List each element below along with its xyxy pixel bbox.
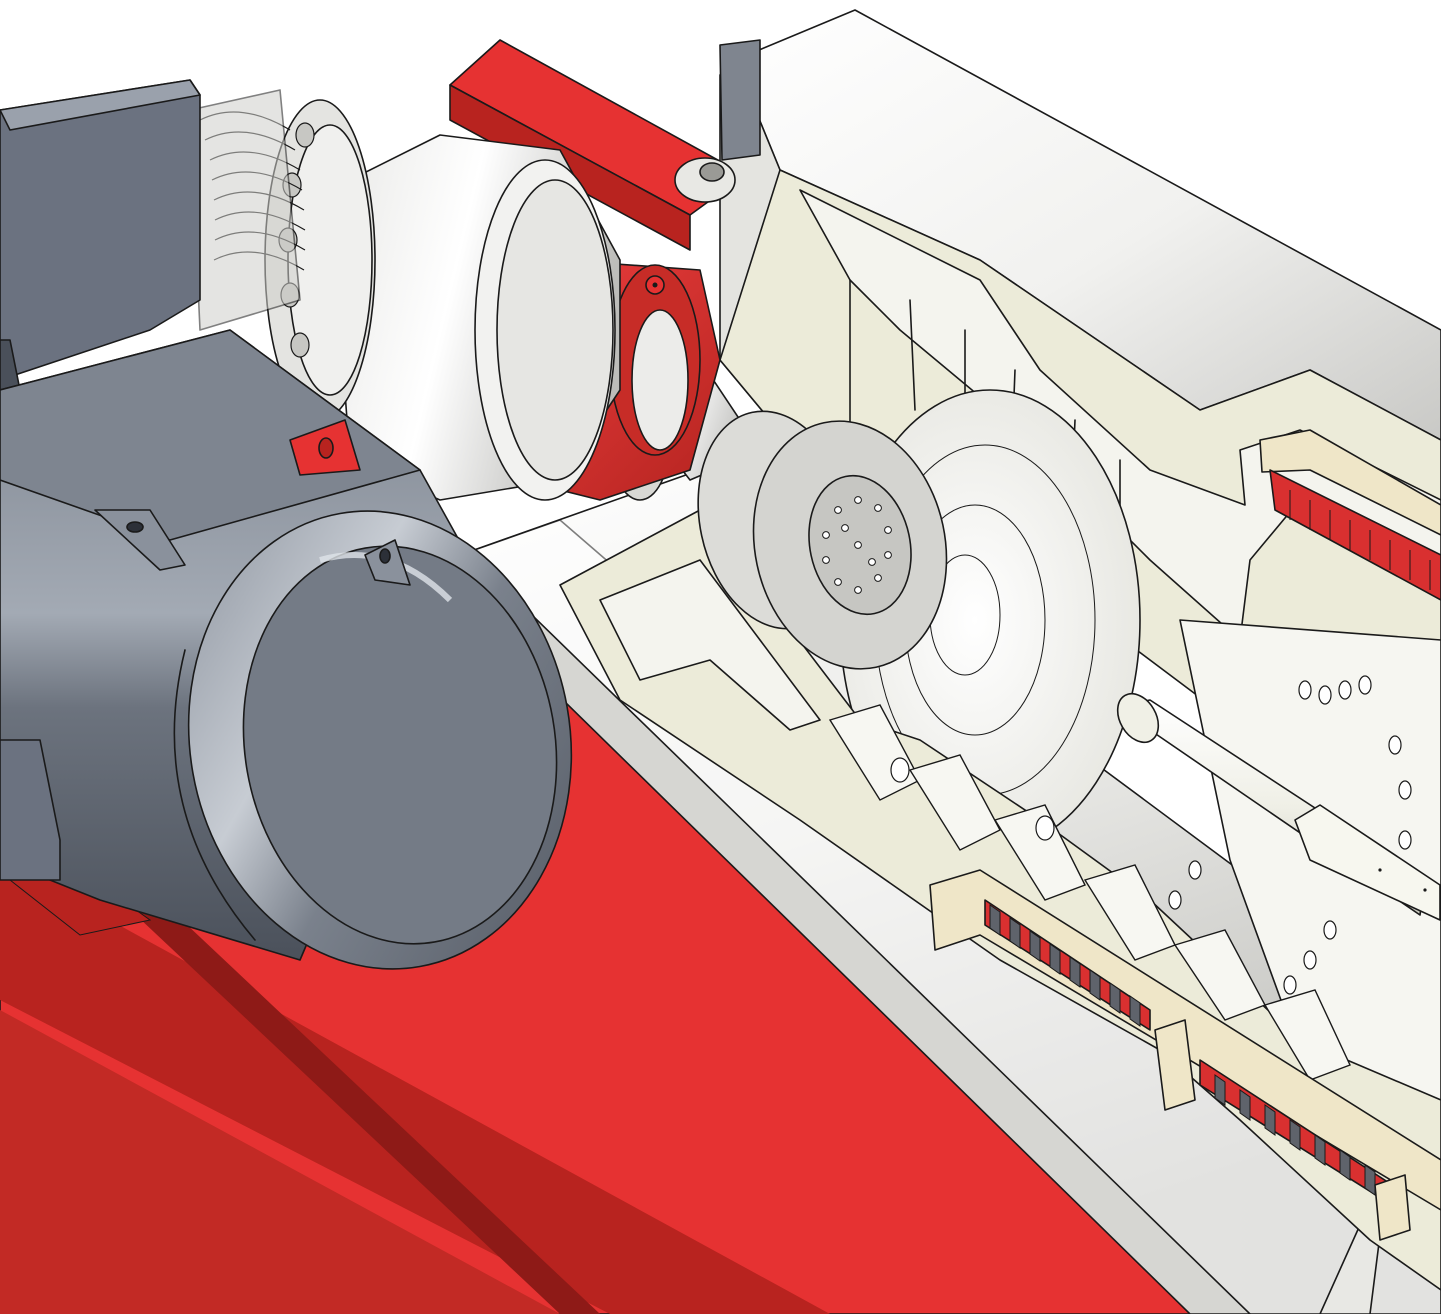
belt-pulley — [189, 89, 376, 421]
motor-lifting-eye — [94, 509, 186, 571]
wear-tiles — [989, 904, 1376, 1196]
scroll-conveyor — [559, 509, 1441, 1291]
cover-gasket-teeth — [1289, 490, 1431, 590]
motor-foot-bracket — [289, 419, 361, 476]
scroll-holes — [890, 757, 1055, 841]
base-frame-rail-dark — [0, 1010, 560, 1314]
motor-terminal-box — [0, 79, 201, 401]
motor-lifting-eye-2 — [364, 539, 411, 586]
gearbox-housing — [329, 134, 621, 501]
flange-bolt-holes — [822, 496, 892, 594]
feed-tube — [1116, 692, 1441, 921]
feed-flange-disc — [697, 410, 948, 670]
drive-motor — [0, 329, 573, 970]
vent-fitting — [674, 39, 761, 203]
base-frame-rail-lower — [120, 890, 600, 1314]
